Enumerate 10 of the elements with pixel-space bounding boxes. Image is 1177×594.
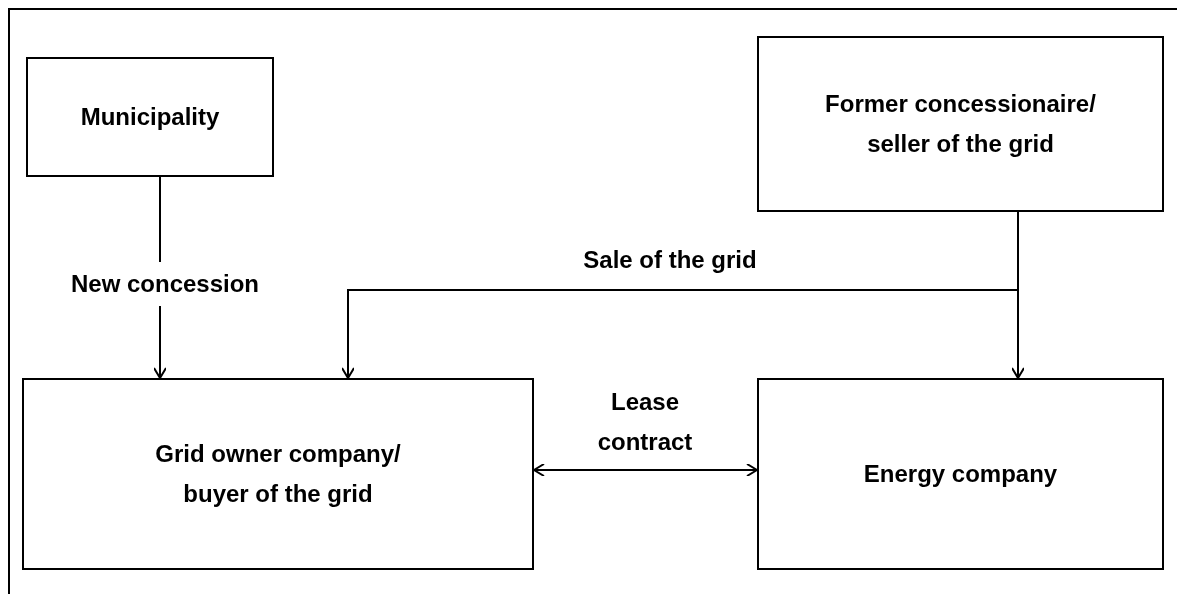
box-label: Former concessionaire/ seller of the grid: [824, 89, 1097, 159]
box-label: Municipality: [80, 102, 220, 132]
entity-box: [757, 378, 1164, 570]
entity-box: [757, 36, 1164, 212]
box-label: Energy company: [863, 459, 1058, 489]
entity-box: [26, 57, 274, 177]
arrow: [1011, 211, 1025, 379]
arrow: [533, 463, 758, 477]
box-label: Grid owner company/ buyer of the grid: [154, 439, 402, 509]
entity-box: [22, 378, 534, 570]
